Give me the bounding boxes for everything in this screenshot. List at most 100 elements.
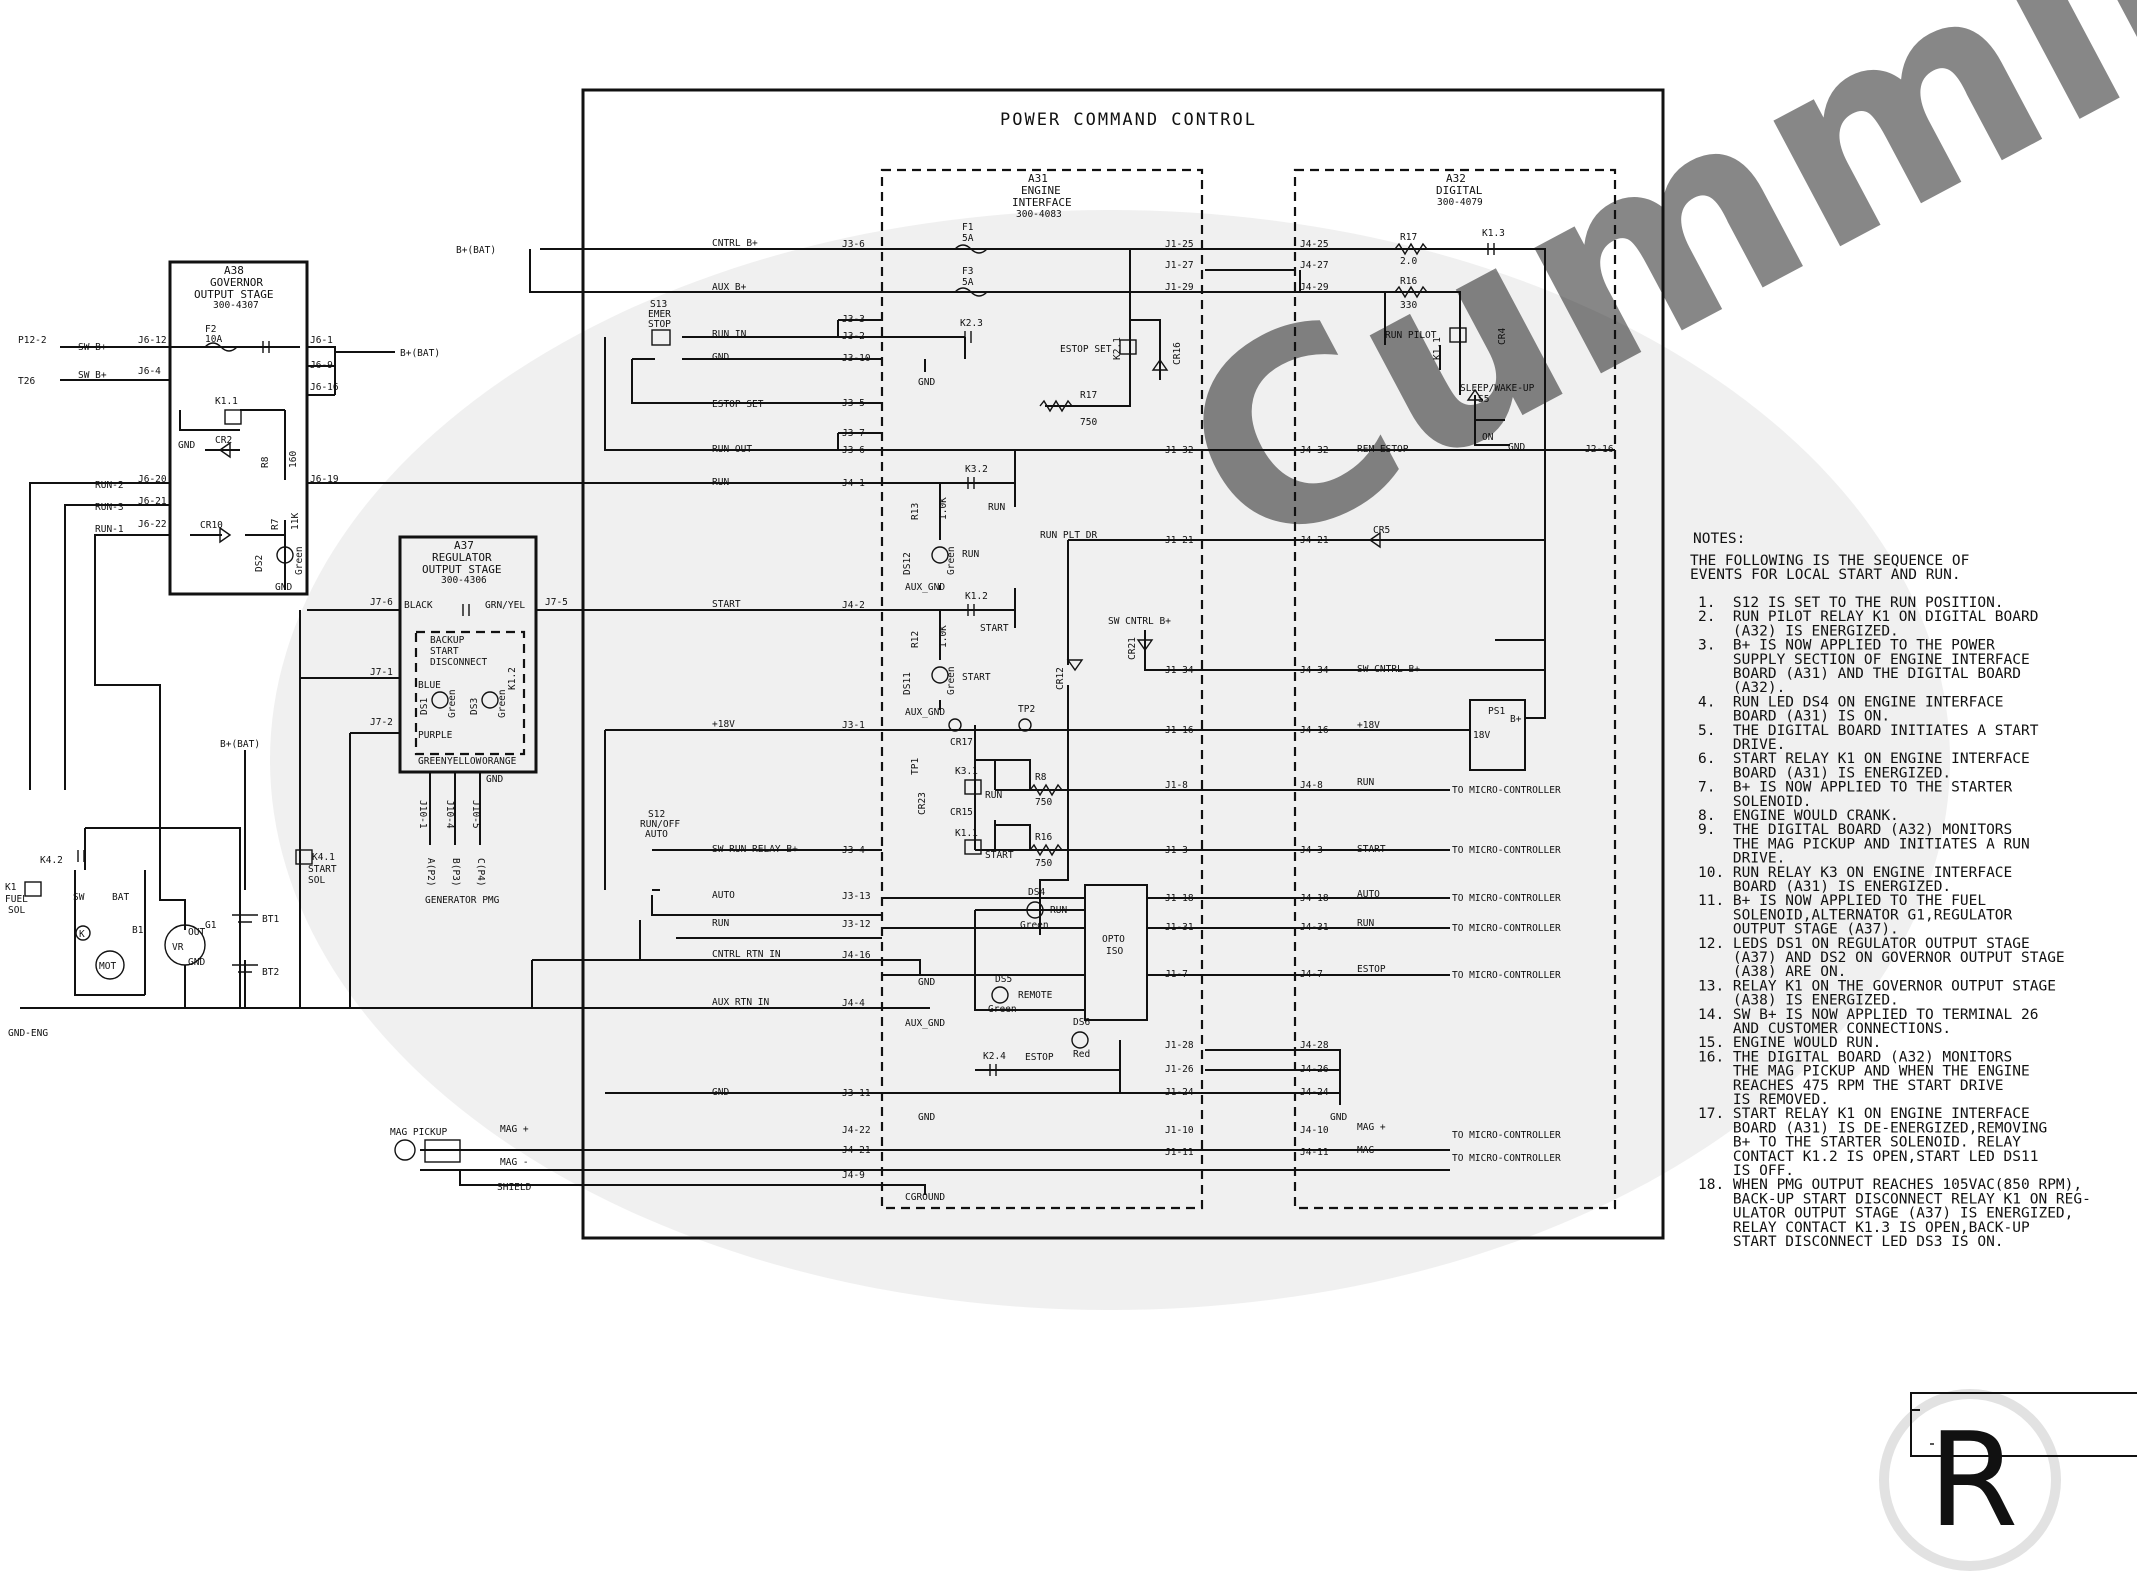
res-r12-value: 1.0K — [938, 625, 949, 648]
tp1: TP1 — [910, 758, 921, 775]
a32-sig-rem-estop: REM ESTOP — [1357, 444, 1409, 455]
sig-aux-rtn: AUX RTN IN — [712, 997, 769, 1008]
power-command-control-frame — [581, 88, 1665, 1240]
pin-j6: J6-9 — [310, 360, 333, 371]
pin-j3: J3-3 — [842, 314, 865, 325]
res-r17-value: 2.0 — [1400, 256, 1417, 267]
net-sw-b-2: SW B+ — [78, 370, 107, 381]
a31-part: 300-4083 — [1016, 209, 1062, 220]
contact-k2-3: K2.3 — [960, 318, 983, 329]
sw-label: SW — [73, 892, 85, 903]
sig-cntrl-rtn: CNTRL RTN IN — [712, 949, 781, 960]
note-line: SUPPLY SECTION OF ENGINE INTERFACE — [1698, 652, 2030, 668]
to-micro: TO MICRO-CONTROLLER — [1452, 1153, 1561, 1164]
gnd-8: GND — [486, 774, 503, 785]
note-line: 4. RUN LED DS4 ON ENGINE INTERFACE — [1698, 694, 2004, 710]
note-line: 1. S12 IS SET TO THE RUN POSITION. — [1698, 595, 2004, 611]
gnd-1: GND — [918, 377, 935, 388]
sw-cntrl-b-label: SW CNTRL B+ — [1108, 616, 1171, 627]
j2-16: J2-16 — [1585, 444, 1614, 455]
note-line: (A37) AND DS2 ON GOVERNOR OUTPUT STAGE — [1698, 950, 2065, 966]
pin-j4: J4-16 — [1300, 725, 1329, 736]
diode-cr4: CR4 — [1497, 328, 1508, 345]
components: F1 5A F3 5A F2 10A R17 2.0 R16 330 R17 7… — [5, 222, 1614, 1203]
a37-backup: BACKUP — [430, 635, 465, 646]
pin-j4: J4-8 — [1300, 780, 1323, 791]
net-b-bat-top: B+(BAT) — [456, 245, 496, 256]
note-line: 5. THE DIGITAL BOARD INITIATES A START — [1698, 723, 2039, 739]
pin-j4: J4-32 — [1300, 445, 1329, 456]
pin-j1: J1-28 — [1165, 1040, 1194, 1051]
res-r17: R17 — [1400, 232, 1417, 243]
res-r8-gov-value: 160 — [288, 451, 299, 468]
pin-j1: J1-31 — [1165, 922, 1194, 933]
pin-j1: J1-24 — [1165, 1087, 1194, 1098]
pin-j10: J10-1 — [417, 800, 428, 829]
res-r16: R16 — [1400, 276, 1417, 287]
pin-j1: J1-8 — [1165, 780, 1188, 791]
pmg-a: A(P2) — [425, 858, 436, 887]
diode-cr10: CR10 — [200, 520, 223, 531]
a31-name2: INTERFACE — [1012, 196, 1072, 209]
sig-mag-plus: MAG + — [500, 1124, 529, 1135]
note-line: THE MAG PICKUP AND WHEN THE ENGINE — [1698, 1064, 2030, 1080]
opto: OPTO — [1102, 934, 1125, 945]
ps1-18v: 18V — [1473, 730, 1490, 741]
pin-j1: J1-27 — [1165, 260, 1194, 271]
pin-j4: J4-28 — [1300, 1040, 1329, 1051]
sig-run: RUN — [712, 477, 729, 488]
gnd-6: GND — [178, 440, 195, 451]
s13-stop: STOP — [648, 319, 671, 330]
pin-j6: J6-21 — [138, 496, 167, 507]
note-line: CONTACT K1.2 IS OPEN,START LED DS11 — [1698, 1149, 2038, 1165]
res-r13: R13 — [910, 503, 921, 520]
pin-j4: J4-7 — [1300, 969, 1323, 980]
micro-controller-outputs: TO MICRO-CONTROLLER TO MICRO-CONTROLLER … — [1440, 785, 1561, 1171]
res-r8: R8 — [1035, 772, 1047, 783]
coil-k1-fuel: K1 — [5, 882, 17, 893]
note-line: 7. B+ IS NOW APPLIED TO THE STARTER — [1698, 780, 2013, 796]
res-r7: R7 — [270, 519, 281, 530]
a38-name2: OUTPUT STAGE — [194, 288, 273, 301]
aux-gnd-3: AUX_GND — [905, 1018, 945, 1029]
led-ds5-color: Green — [988, 1004, 1017, 1015]
a37-backup-disconnect-box — [414, 630, 526, 756]
sig-run-out: RUN OUT — [712, 444, 752, 455]
note-line: (A32) IS ENERGIZED. — [1698, 623, 1899, 639]
run-plt-dr: RUN PLT DR — [1040, 530, 1097, 541]
title-block-box — [1910, 1392, 2137, 1457]
a32-sig-start: START — [1357, 844, 1386, 855]
note-line: OUTPUT STAGE (A37). — [1698, 922, 1899, 938]
note-line: DRIVE. — [1698, 737, 1785, 753]
res-r17b: R17 — [1080, 390, 1097, 401]
sig-auto: AUTO — [712, 890, 735, 901]
watermark-ellipse — [270, 210, 1950, 1310]
a32-sig-run: RUN — [1357, 777, 1374, 788]
coil-k4-1: K4.1 — [312, 852, 335, 863]
res-r16-value: 330 — [1400, 300, 1417, 311]
led-ds5: DS5 — [995, 974, 1012, 985]
j4-pins: J4-25 J4-27 J4-29 J4-32 J4-21 J4-34 J4-1… — [1300, 239, 1329, 1158]
res-r8-value: 750 — [1035, 797, 1052, 808]
sig-sw-run-relay: SW RUN RELAY B+ — [712, 844, 798, 855]
pin-j3: J3-6 — [842, 445, 865, 456]
cground: CGROUND — [905, 1192, 945, 1203]
note-line: REACHES 475 RPM THE START DRIVE — [1698, 1078, 2004, 1094]
note-line: (A38) IS ENERGIZED. — [1698, 993, 1899, 1009]
aux-gnd-1: AUX_GND — [905, 582, 945, 593]
pin-j4: J4-21 — [842, 1145, 871, 1156]
net-b-bat-gov: B+(BAT) — [400, 348, 440, 359]
pin-j3: J3-7 — [842, 428, 865, 439]
pin-j4: J4-22 — [842, 1125, 871, 1136]
contact-k1-3: K1.3 — [1482, 228, 1505, 239]
diode-cr23: CR23 — [917, 792, 928, 815]
note-line: SOLENOID. — [1698, 794, 1812, 810]
sig-run-in: RUN IN — [712, 329, 747, 340]
g1-label: G1 — [205, 920, 217, 931]
pin-j4: J4-9 — [842, 1170, 865, 1181]
gnd-4: GND — [1330, 1112, 1347, 1123]
s12-auto: AUTO — [645, 829, 668, 840]
fuel-sol-label: SOL — [8, 905, 25, 916]
pin-j10: J10-5 — [470, 800, 481, 829]
note-line: SOLENOID,ALTERNATOR G1,REGULATOR — [1698, 907, 2013, 923]
